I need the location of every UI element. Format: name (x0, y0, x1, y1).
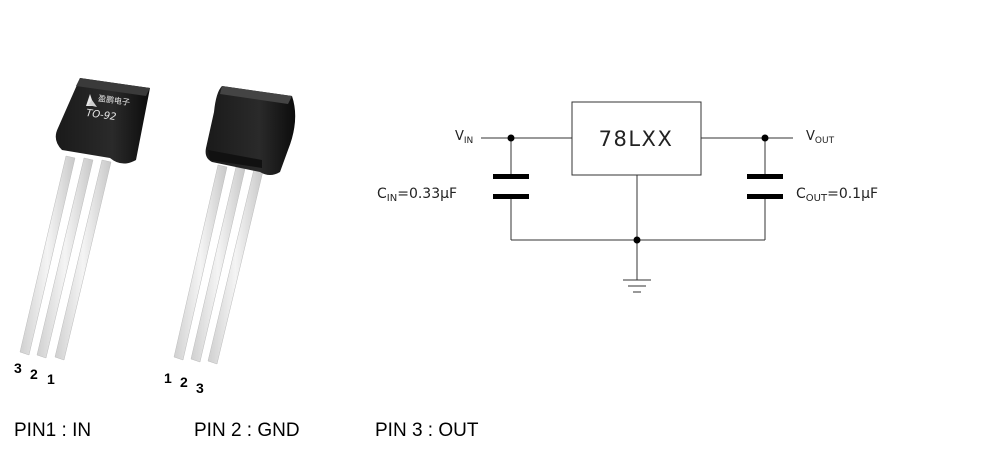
package2-pin-label: 3 (196, 380, 204, 396)
cout-capacitor (747, 174, 783, 199)
cout-label: COUT=0.1μF (796, 186, 878, 204)
pin3-description: PIN 3 : OUT (375, 420, 479, 441)
package1-pin-label: 3 (14, 360, 22, 376)
regulator-label: 78LXX (599, 127, 674, 151)
junction-dot (761, 134, 769, 142)
brand-logo-icon (86, 94, 97, 107)
ground-icon (623, 279, 651, 293)
package1-pin-label: 2 (30, 366, 38, 382)
junction-dot (507, 134, 515, 142)
package2-body (205, 86, 296, 175)
package2-legs (173, 164, 264, 365)
cin-label: CIN=0.33μF (377, 186, 457, 204)
vout-label: VOUT (806, 129, 835, 146)
package2-pin-label: 2 (180, 374, 188, 390)
pin2-description: PIN 2 : GND (194, 420, 300, 441)
package1-pin-label: 1 (47, 371, 55, 387)
vin-label: VIN (455, 129, 473, 146)
package1-body (55, 78, 150, 164)
package1-legs (19, 155, 112, 361)
pin1-description: PIN1 : IN (14, 420, 92, 441)
cin-capacitor (493, 174, 529, 199)
junction-dot (633, 236, 641, 244)
package2-pin-label: 1 (164, 370, 172, 386)
